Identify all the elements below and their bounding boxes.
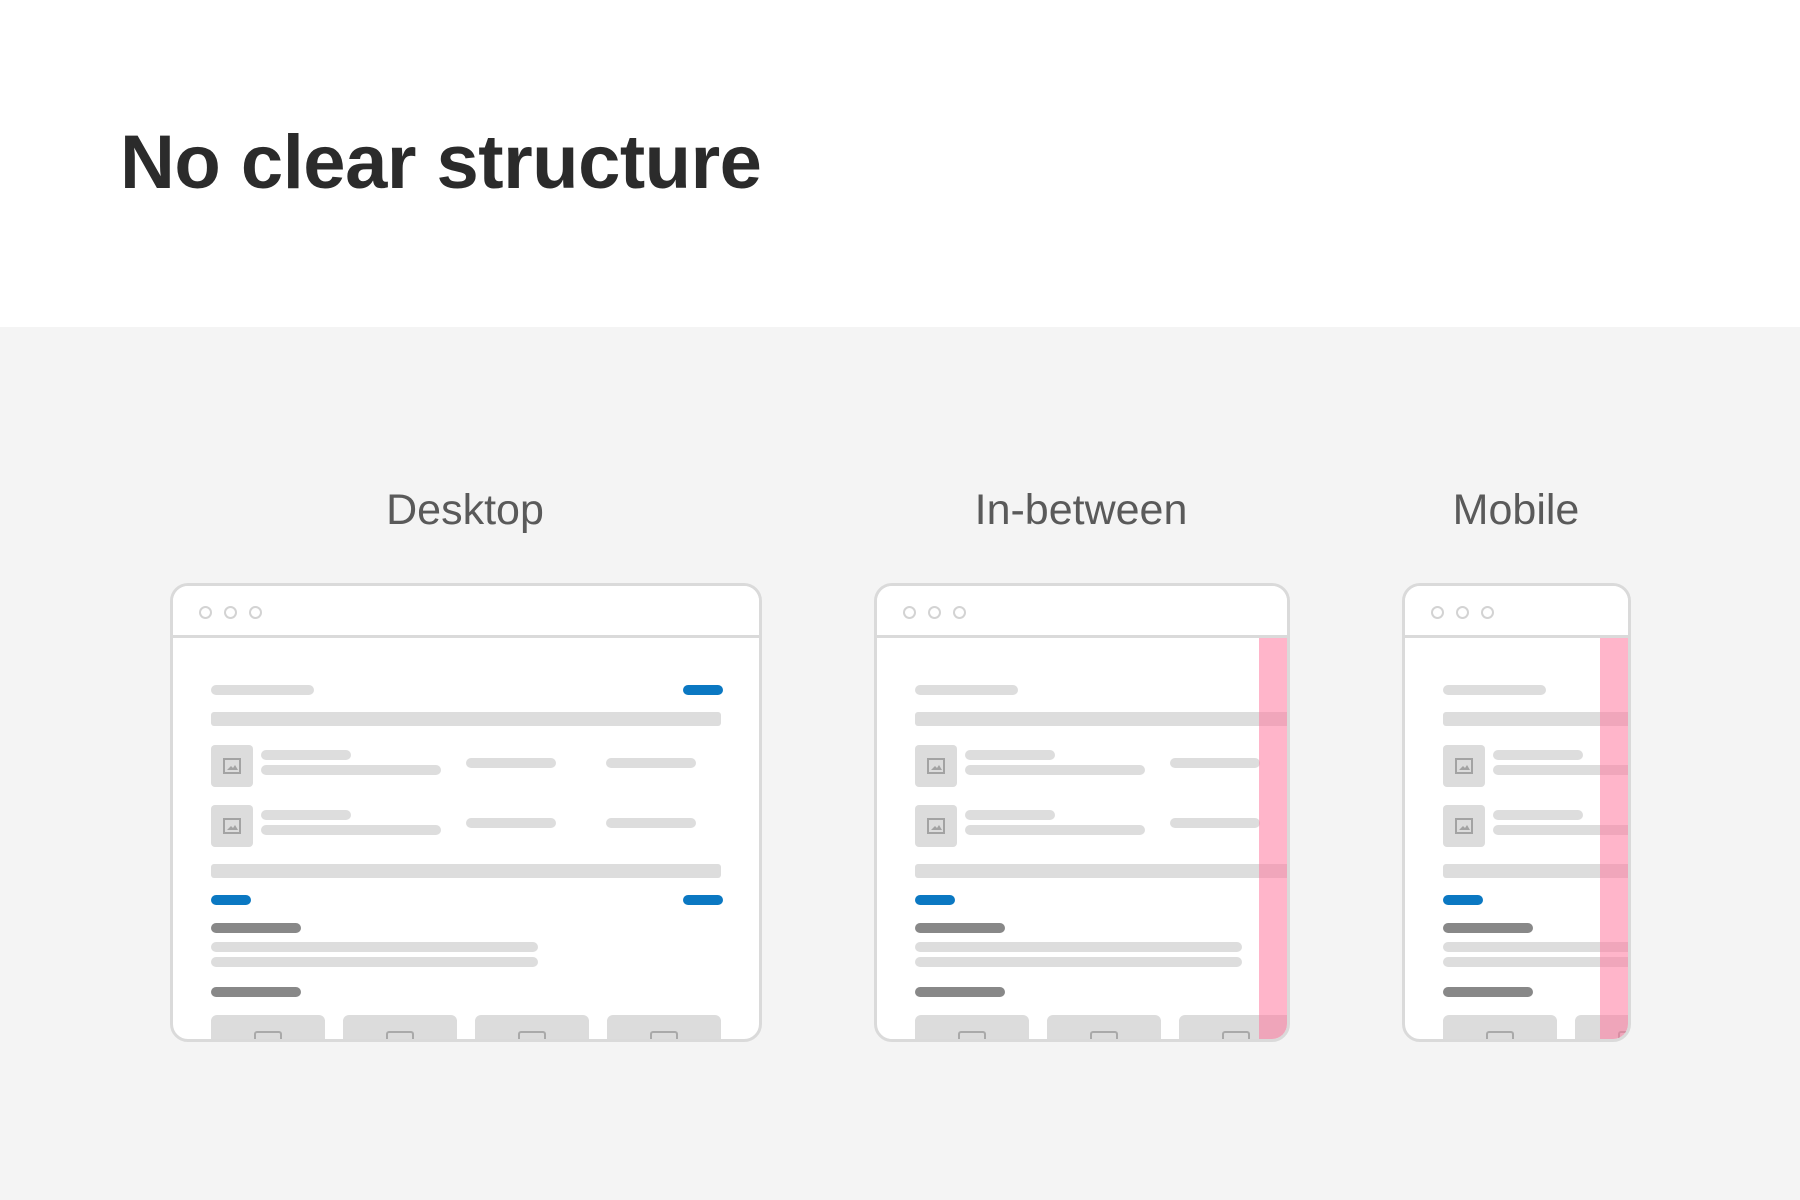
card-icon: [958, 1031, 986, 1039]
window-control-dot: [199, 606, 212, 619]
window-control-dot: [903, 606, 916, 619]
text-placeholder: [965, 825, 1145, 835]
card-icon: [1486, 1031, 1514, 1039]
action-button-placeholder: [683, 685, 723, 695]
text-placeholder: [261, 810, 351, 820]
text-placeholder: [1170, 758, 1260, 768]
image-placeholder-icon: [915, 805, 957, 847]
image-placeholder-icon: [211, 805, 253, 847]
window-titlebar: [173, 586, 759, 638]
in-between-window: [874, 583, 1290, 1042]
card-icon: [1090, 1031, 1118, 1039]
link-placeholder: [915, 895, 955, 905]
card-icon: [650, 1031, 678, 1039]
text-placeholder: [1493, 825, 1628, 835]
text-placeholder: [261, 750, 351, 760]
mobile-window: [1402, 583, 1631, 1042]
card-icon: [386, 1031, 414, 1039]
subheading-placeholder: [915, 987, 1005, 997]
divider-placeholder: [915, 864, 1287, 878]
image-placeholder-icon: [1443, 745, 1485, 787]
subheading-placeholder: [211, 987, 301, 997]
text-placeholder: [1493, 750, 1583, 760]
window-control-dot: [1481, 606, 1494, 619]
heading-placeholder: [211, 685, 314, 695]
overflow-highlight: [1259, 638, 1287, 1039]
subheading-placeholder: [211, 923, 301, 933]
overflow-highlight: [1600, 638, 1628, 1039]
window-titlebar: [1405, 586, 1628, 638]
divider-placeholder: [211, 712, 721, 726]
link-placeholder: [1443, 895, 1483, 905]
window-control-dot: [224, 606, 237, 619]
text-placeholder: [261, 825, 441, 835]
text-placeholder: [1493, 810, 1583, 820]
window-control-dot: [1431, 606, 1444, 619]
text-placeholder: [261, 765, 441, 775]
link-placeholder: [683, 895, 723, 905]
window-titlebar: [877, 586, 1287, 638]
card-placeholder: [211, 1015, 325, 1039]
text-placeholder: [466, 818, 556, 828]
text-placeholder: [915, 942, 1242, 952]
text-placeholder: [211, 942, 538, 952]
card-placeholder: [1443, 1015, 1557, 1039]
divider-placeholder: [211, 864, 721, 878]
card-placeholder: [475, 1015, 589, 1039]
text-placeholder: [1493, 765, 1628, 775]
card-placeholder: [1047, 1015, 1161, 1039]
text-placeholder: [211, 957, 538, 967]
card-icon: [518, 1031, 546, 1039]
image-placeholder-icon: [211, 745, 253, 787]
card-icon: [254, 1031, 282, 1039]
card-icon: [1222, 1031, 1250, 1039]
heading-placeholder: [1443, 685, 1546, 695]
text-placeholder: [965, 750, 1055, 760]
text-placeholder: [965, 765, 1145, 775]
card-placeholder: [343, 1015, 457, 1039]
text-placeholder: [915, 957, 1242, 967]
card-placeholder: [607, 1015, 721, 1039]
link-placeholder: [211, 895, 251, 905]
text-placeholder: [1443, 942, 1628, 952]
subheading-placeholder: [1443, 923, 1533, 933]
text-placeholder: [1170, 818, 1260, 828]
text-placeholder: [606, 818, 696, 828]
text-placeholder: [1443, 957, 1628, 967]
page-title: No clear structure: [120, 120, 762, 205]
label-desktop: Desktop: [386, 486, 544, 534]
desktop-window: [170, 583, 762, 1042]
divider-placeholder: [1443, 864, 1628, 878]
text-placeholder: [965, 810, 1055, 820]
image-placeholder-icon: [915, 745, 957, 787]
divider-placeholder: [915, 712, 1287, 726]
card-placeholder: [915, 1015, 1029, 1039]
label-mobile: Mobile: [1452, 486, 1580, 534]
window-control-dot: [1456, 606, 1469, 619]
subheading-placeholder: [1443, 987, 1533, 997]
header-section: No clear structure: [0, 0, 1800, 327]
image-placeholder-icon: [1443, 805, 1485, 847]
window-control-dot: [928, 606, 941, 619]
heading-placeholder: [915, 685, 1018, 695]
subheading-placeholder: [915, 923, 1005, 933]
window-control-dot: [249, 606, 262, 619]
window-control-dot: [953, 606, 966, 619]
label-in-between: In-between: [974, 486, 1188, 534]
divider-placeholder: [1443, 712, 1628, 726]
text-placeholder: [606, 758, 696, 768]
text-placeholder: [466, 758, 556, 768]
